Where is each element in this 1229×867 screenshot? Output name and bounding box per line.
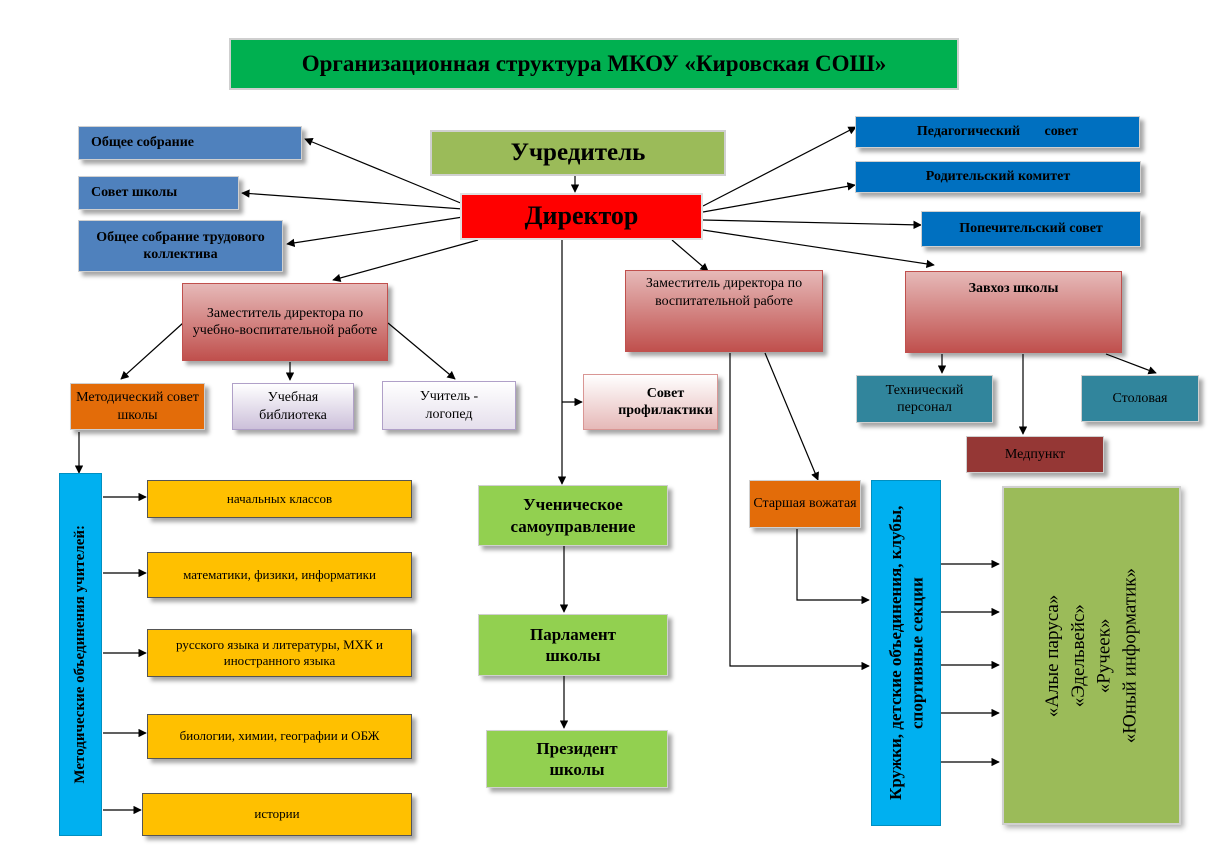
association-item: «Ручеек»	[1093, 618, 1115, 693]
association-item: «Алые паруса»	[1042, 594, 1063, 717]
speech-therapist-box: Учитель - логопед	[382, 381, 516, 430]
subject-group-1: начальных классов	[147, 480, 412, 518]
page-title: Организационная структура МКОУ «Кировска…	[229, 38, 959, 90]
caretaker-box: Завхоз школы	[905, 271, 1122, 353]
methodical-council-box: Методический совет школы	[70, 383, 205, 430]
arrow-director-caretaker	[702, 229, 935, 269]
subject-group-3: русского языка и литературы, МХК и иност…	[147, 629, 412, 677]
founder-box: Учредитель	[430, 130, 726, 176]
teacher-associations-label: Методические объединения учителей:	[72, 525, 89, 784]
arrow-director-pedagogical	[702, 126, 857, 207]
parents-committee-box: Родительский комитет	[855, 161, 1141, 193]
associations-box: «Алые паруса» «Эдельвейс» «Ручеек» «Юный…	[1002, 486, 1181, 825]
subject-group-2: математики, физики, информатики	[147, 552, 412, 598]
subject-group-4: биологии, химии, географии и ОБЖ	[147, 714, 412, 759]
arrow-deputy-methodical	[120, 322, 184, 380]
arrow-deputy-counselor	[764, 352, 819, 481]
self-government-box: Ученическое самоуправление	[478, 485, 668, 546]
arrow-director-staff-meeting	[286, 216, 464, 248]
library-box: Учебная библиотека	[232, 383, 354, 430]
deputy-upbringing-box: Заместитель директора по воспитательной …	[625, 270, 823, 352]
school-council-box: Совет школы	[78, 176, 239, 210]
clubs-label: Кружки, детские объединения, клубы, спор…	[885, 505, 926, 801]
pedagogical-council-box: Педагогический совет	[855, 116, 1140, 148]
arrow-director-general-meeting	[304, 137, 464, 205]
technical-staff-box: Технический персонал	[856, 375, 993, 423]
arrow-caretaker-canteen	[1105, 353, 1157, 375]
subject-group-5: истории	[142, 793, 412, 836]
deputy-study-box: Заместитель директора по учебно-воспитат…	[182, 283, 388, 361]
arrow-director-parents	[702, 182, 856, 213]
prevention-council-box: Совет профилактики	[583, 374, 718, 430]
associations-list: «Алые паруса» «Эдельвейс» «Ручеек» «Юный…	[1041, 568, 1142, 743]
arrow-director-deputy-upbringing	[671, 239, 709, 272]
general-meeting-box: Общее собрание	[78, 126, 302, 160]
association-item: «Эдельвейс»	[1067, 603, 1089, 708]
trustees-council-box: Попечительский совет	[921, 211, 1141, 247]
staff-meeting-box: Общее собрание трудового коллектива	[78, 220, 283, 272]
senior-counselor-box: Старшая вожатая	[749, 480, 861, 528]
school-president-box: Президент школы	[486, 730, 668, 788]
teacher-associations-box: Методические объединения учителей:	[59, 473, 102, 836]
arrow-deputy-upbringing-clubs	[729, 353, 870, 671]
clubs-box: Кружки, детские объединения, клубы, спор…	[871, 480, 941, 826]
canteen-box: Столовая	[1081, 375, 1199, 422]
arrow-deputy-therapist	[387, 322, 456, 380]
medical-office-box: Медпункт	[966, 436, 1104, 473]
arrow-counselor-clubs	[796, 529, 870, 605]
arrow-director-deputy-study	[332, 239, 479, 283]
arrow-director-school-council	[241, 189, 464, 210]
arrow-director-trustees	[702, 219, 922, 230]
school-parliament-box: Парламент школы	[478, 614, 668, 676]
director-box: Директор	[460, 193, 703, 240]
association-item: «Юный информатик»	[1119, 567, 1141, 744]
